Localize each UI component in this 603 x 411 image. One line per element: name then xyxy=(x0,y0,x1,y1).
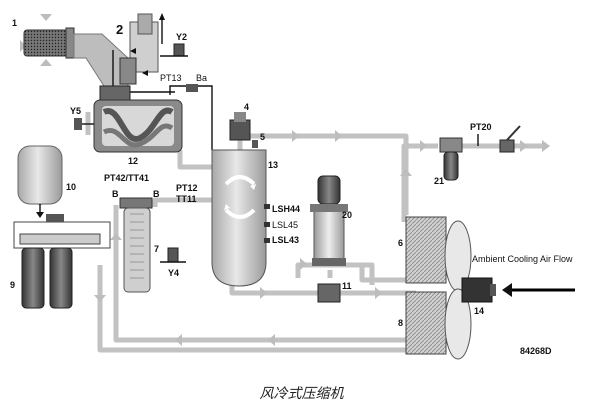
valve-5 xyxy=(252,140,258,148)
arrow-marker xyxy=(292,130,299,142)
outlet-valve xyxy=(499,125,521,153)
pipe-arrows xyxy=(20,14,550,346)
label-13: 13 xyxy=(268,160,278,170)
cooler-6 xyxy=(405,216,447,284)
arrow-marker xyxy=(130,48,136,54)
arrow-marker xyxy=(110,233,122,240)
label-1: 1 xyxy=(12,18,17,28)
drawing-code: 84268D xyxy=(520,346,552,356)
compressor-diagram: 1 2 Y2 PT13 Ba Y5 4 5 12 13 10 PT42/TT41… xyxy=(10,13,575,360)
arrow-marker xyxy=(400,169,412,176)
arrow-marker xyxy=(20,40,26,52)
label-tt11: TT11 xyxy=(176,194,197,204)
arrow-marker xyxy=(40,59,52,66)
solenoid-y2 xyxy=(160,43,188,57)
label-y5: Y5 xyxy=(70,106,81,116)
label-20: 20 xyxy=(342,210,352,220)
label-b-left: B xyxy=(112,189,119,199)
label-14: 14 xyxy=(474,306,484,316)
air-filter xyxy=(23,27,75,59)
label-4: 4 xyxy=(244,102,249,112)
figure-caption: 风冷式压缩机 xyxy=(259,386,344,402)
label-y4: Y4 xyxy=(168,268,179,278)
label-b-right: B xyxy=(153,189,160,199)
label-pt20: PT20 xyxy=(470,122,492,132)
valve-11 xyxy=(317,283,341,303)
y5-valve xyxy=(74,118,94,130)
label-21: 21 xyxy=(434,176,444,186)
label-pt13: PT13 xyxy=(160,73,182,83)
fan xyxy=(444,220,496,360)
label-pt42-tt41: PT42/TT41 xyxy=(104,173,149,183)
arrow-marker xyxy=(175,334,182,346)
cooler-8 xyxy=(405,291,447,355)
arrow-marker xyxy=(300,258,307,270)
label-y2: Y2 xyxy=(176,32,187,42)
label-7: 7 xyxy=(154,244,159,254)
arrow-marker xyxy=(375,287,382,299)
compressor-element xyxy=(93,99,183,153)
inlet-valve xyxy=(110,13,165,97)
label-10: 10 xyxy=(66,182,76,192)
arrow-marker xyxy=(142,70,148,76)
arrow-marker xyxy=(542,140,550,152)
water-tank xyxy=(17,145,63,218)
arrow-marker xyxy=(40,14,52,21)
pt13-block xyxy=(186,84,198,92)
label-lsh44: LSH44 xyxy=(272,204,300,214)
min-pressure-valve xyxy=(229,112,251,141)
label-2: 2 xyxy=(116,22,123,37)
water-separator xyxy=(439,137,463,181)
arrow-marker xyxy=(520,140,528,152)
label-6: 6 xyxy=(398,238,403,248)
label-ambient-air: Ambient Cooling Air Flow xyxy=(472,254,573,264)
label-pt12: PT12 xyxy=(176,183,198,193)
label-12: 12 xyxy=(128,156,138,166)
label-lsl43: LSL43 xyxy=(272,235,299,245)
separator-tank xyxy=(211,149,270,287)
arrow-marker xyxy=(268,334,275,346)
arrow-marker xyxy=(335,130,342,142)
water-filters xyxy=(13,214,111,309)
arrow-marker xyxy=(94,295,106,302)
label-5: 5 xyxy=(260,132,265,142)
label-11: 11 xyxy=(342,281,352,291)
y4-valve xyxy=(160,247,186,263)
label-8: 8 xyxy=(398,318,403,328)
oil-filter xyxy=(119,197,153,293)
label-lsl45: LSL45 xyxy=(272,220,298,230)
pump xyxy=(310,175,348,266)
arrow-marker xyxy=(420,140,427,152)
label-ba: Ba xyxy=(196,73,207,83)
arrow-marker xyxy=(260,287,267,299)
label-9: 9 xyxy=(10,280,15,290)
